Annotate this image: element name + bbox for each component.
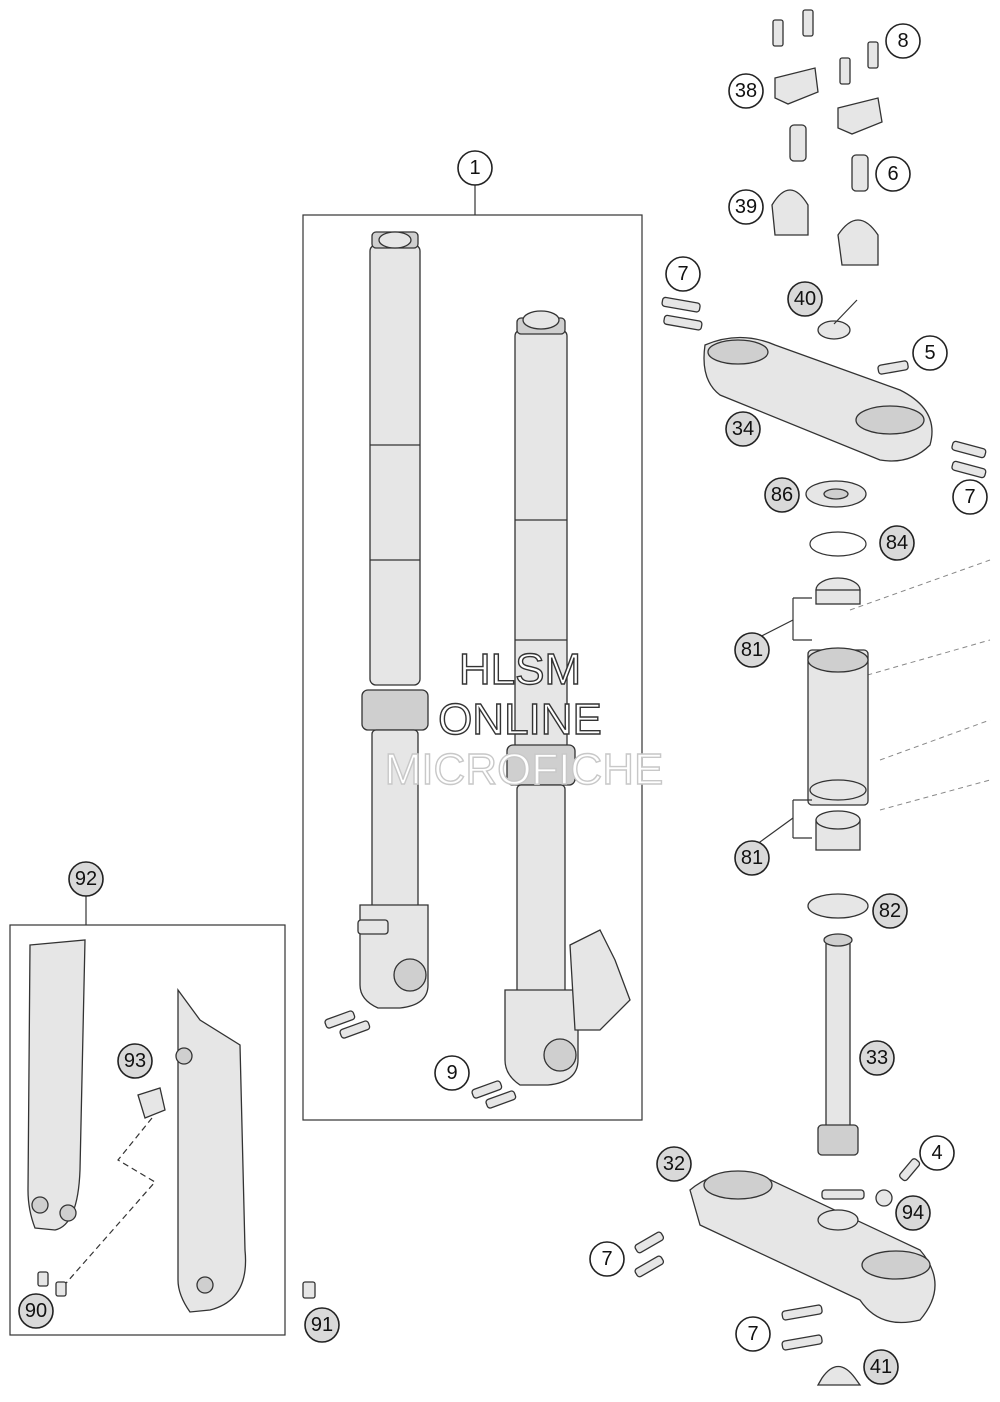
- svg-text:7: 7: [677, 263, 688, 285]
- steering-stem: [817, 933, 859, 1156]
- lower-triple-clamp: [634, 1158, 936, 1386]
- svg-text:34: 34: [732, 418, 754, 440]
- svg-text:94: 94: [902, 1202, 924, 1224]
- svg-text:90: 90: [25, 1300, 47, 1322]
- svg-text:7: 7: [747, 1323, 758, 1345]
- callout-92[interactable]: 92: [68, 861, 104, 897]
- callout-90[interactable]: 90: [18, 1293, 54, 1329]
- callout-84[interactable]: 84: [879, 525, 915, 561]
- svg-text:1: 1: [469, 157, 480, 179]
- callout-41[interactable]: 41: [863, 1349, 899, 1385]
- callout-38[interactable]: 38: [728, 73, 764, 109]
- callout-33[interactable]: 33: [859, 1040, 895, 1076]
- svg-text:7: 7: [964, 486, 975, 508]
- svg-text:38: 38: [735, 80, 757, 102]
- callout-6[interactable]: 6: [875, 156, 911, 192]
- callout-82[interactable]: 82: [872, 893, 908, 929]
- svg-text:91: 91: [311, 1314, 333, 1336]
- callout-9[interactable]: 9: [434, 1055, 470, 1091]
- callout-81-lower[interactable]: 81: [734, 840, 770, 876]
- watermark-line2: ONLINE: [438, 695, 602, 744]
- steering-bearing-parts: [805, 480, 867, 605]
- svg-text:8: 8: [897, 30, 908, 52]
- svg-text:9: 9: [446, 1062, 457, 1084]
- svg-text:7: 7: [601, 1248, 612, 1270]
- callout-34[interactable]: 34: [725, 411, 761, 447]
- watermark: HLSM ONLINE MICROFICHE: [384, 644, 664, 794]
- fork-guard-frame: [9, 924, 286, 1336]
- svg-text:40: 40: [794, 288, 816, 310]
- callout-7-top[interactable]: 7: [665, 256, 701, 292]
- svg-text:93: 93: [124, 1050, 146, 1072]
- handlebar-clamp-parts: [771, 9, 883, 266]
- watermark-line3: MICROFICHE: [385, 745, 664, 794]
- fork-guards: [27, 939, 316, 1313]
- svg-text:81: 81: [741, 639, 763, 661]
- fork-leg-left: [357, 231, 429, 1009]
- callout-8[interactable]: 8: [885, 23, 921, 59]
- callout-86[interactable]: 86: [764, 477, 800, 513]
- svg-text:86: 86: [771, 484, 793, 506]
- fork-leg-right: [504, 310, 631, 1086]
- svg-text:92: 92: [75, 868, 97, 890]
- callout-4[interactable]: 4: [919, 1135, 955, 1171]
- svg-text:84: 84: [886, 532, 908, 554]
- svg-text:5: 5: [924, 342, 935, 364]
- svg-text:32: 32: [663, 1153, 685, 1175]
- callout-93[interactable]: 93: [117, 1043, 153, 1079]
- svg-text:41: 41: [870, 1356, 892, 1378]
- callout-7-right[interactable]: 7: [952, 479, 988, 515]
- callout-7-bottom[interactable]: 7: [735, 1316, 771, 1352]
- watermark-line1: HLSM: [459, 645, 581, 694]
- fork-bolts: [324, 1010, 517, 1109]
- callout-7-left[interactable]: 7: [589, 1241, 625, 1277]
- fork-assembly-frame: [302, 214, 643, 1121]
- frame-head-tube: [792, 559, 991, 919]
- svg-text:39: 39: [735, 196, 757, 218]
- svg-text:6: 6: [887, 163, 898, 185]
- callout-81-upper[interactable]: 81: [734, 632, 770, 668]
- svg-text:4: 4: [931, 1142, 942, 1164]
- callout-5[interactable]: 5: [912, 335, 948, 371]
- callout-39[interactable]: 39: [728, 189, 764, 225]
- callout-91[interactable]: 91: [304, 1307, 340, 1343]
- callout-94[interactable]: 94: [895, 1195, 931, 1231]
- upper-triple-clamp: [661, 296, 987, 479]
- svg-text:81: 81: [741, 847, 763, 869]
- callout-1[interactable]: 1: [457, 150, 493, 186]
- svg-text:82: 82: [879, 900, 901, 922]
- callout-32[interactable]: 32: [656, 1146, 692, 1182]
- svg-text:33: 33: [866, 1047, 888, 1069]
- callout-40[interactable]: 40: [787, 281, 823, 317]
